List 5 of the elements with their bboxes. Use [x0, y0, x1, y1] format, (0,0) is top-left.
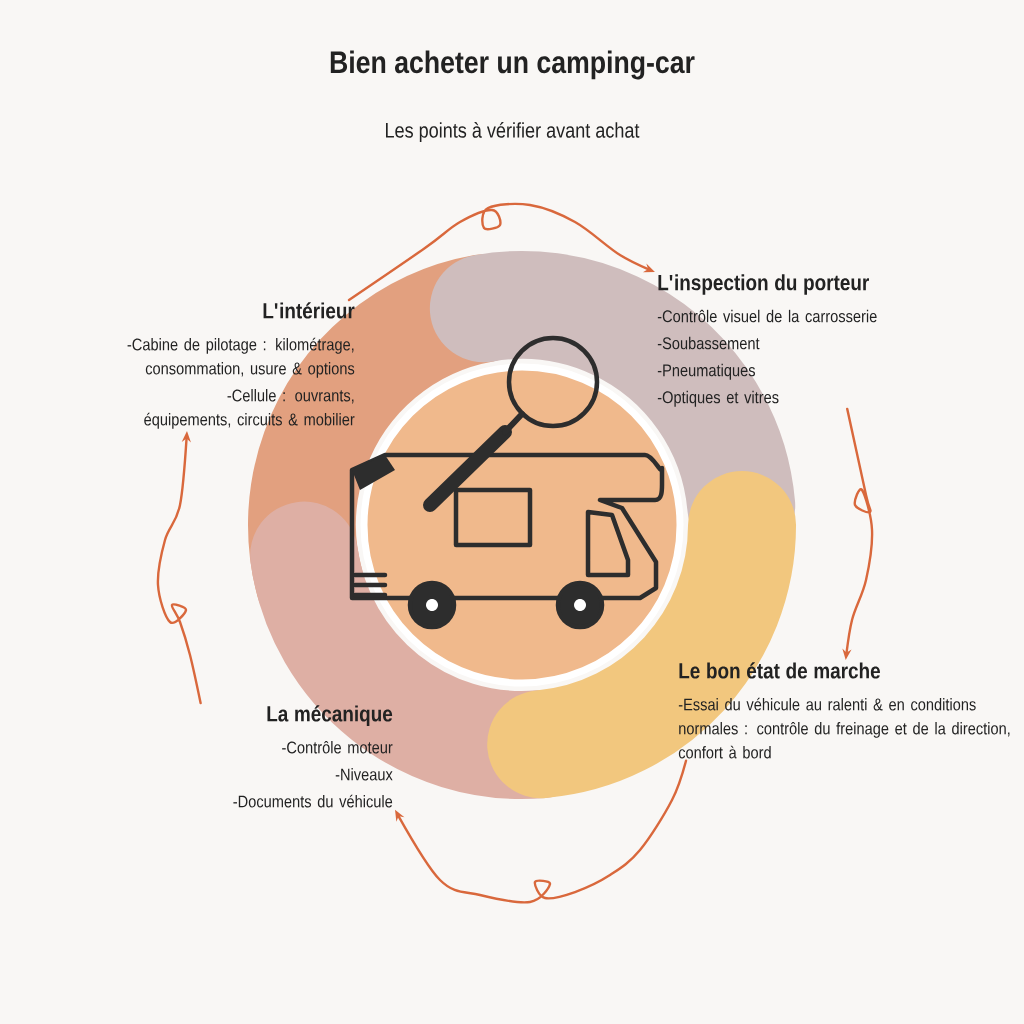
subtitle: Les points à vérifier avant achat: [386, 122, 640, 142]
curly-arrow: [395, 759, 688, 904]
section-text: La mécanique -Contrôle moteur -Niveaux -Documents du véhicule: [233, 705, 393, 808]
section-text: L'inspection du porteur -Contrôle visuel de la carrosserie -Soubassement -Pneumatiques -Optiques et vitres: [657, 274, 877, 407]
title: Bien acheter un camping-car: [330, 50, 695, 80]
